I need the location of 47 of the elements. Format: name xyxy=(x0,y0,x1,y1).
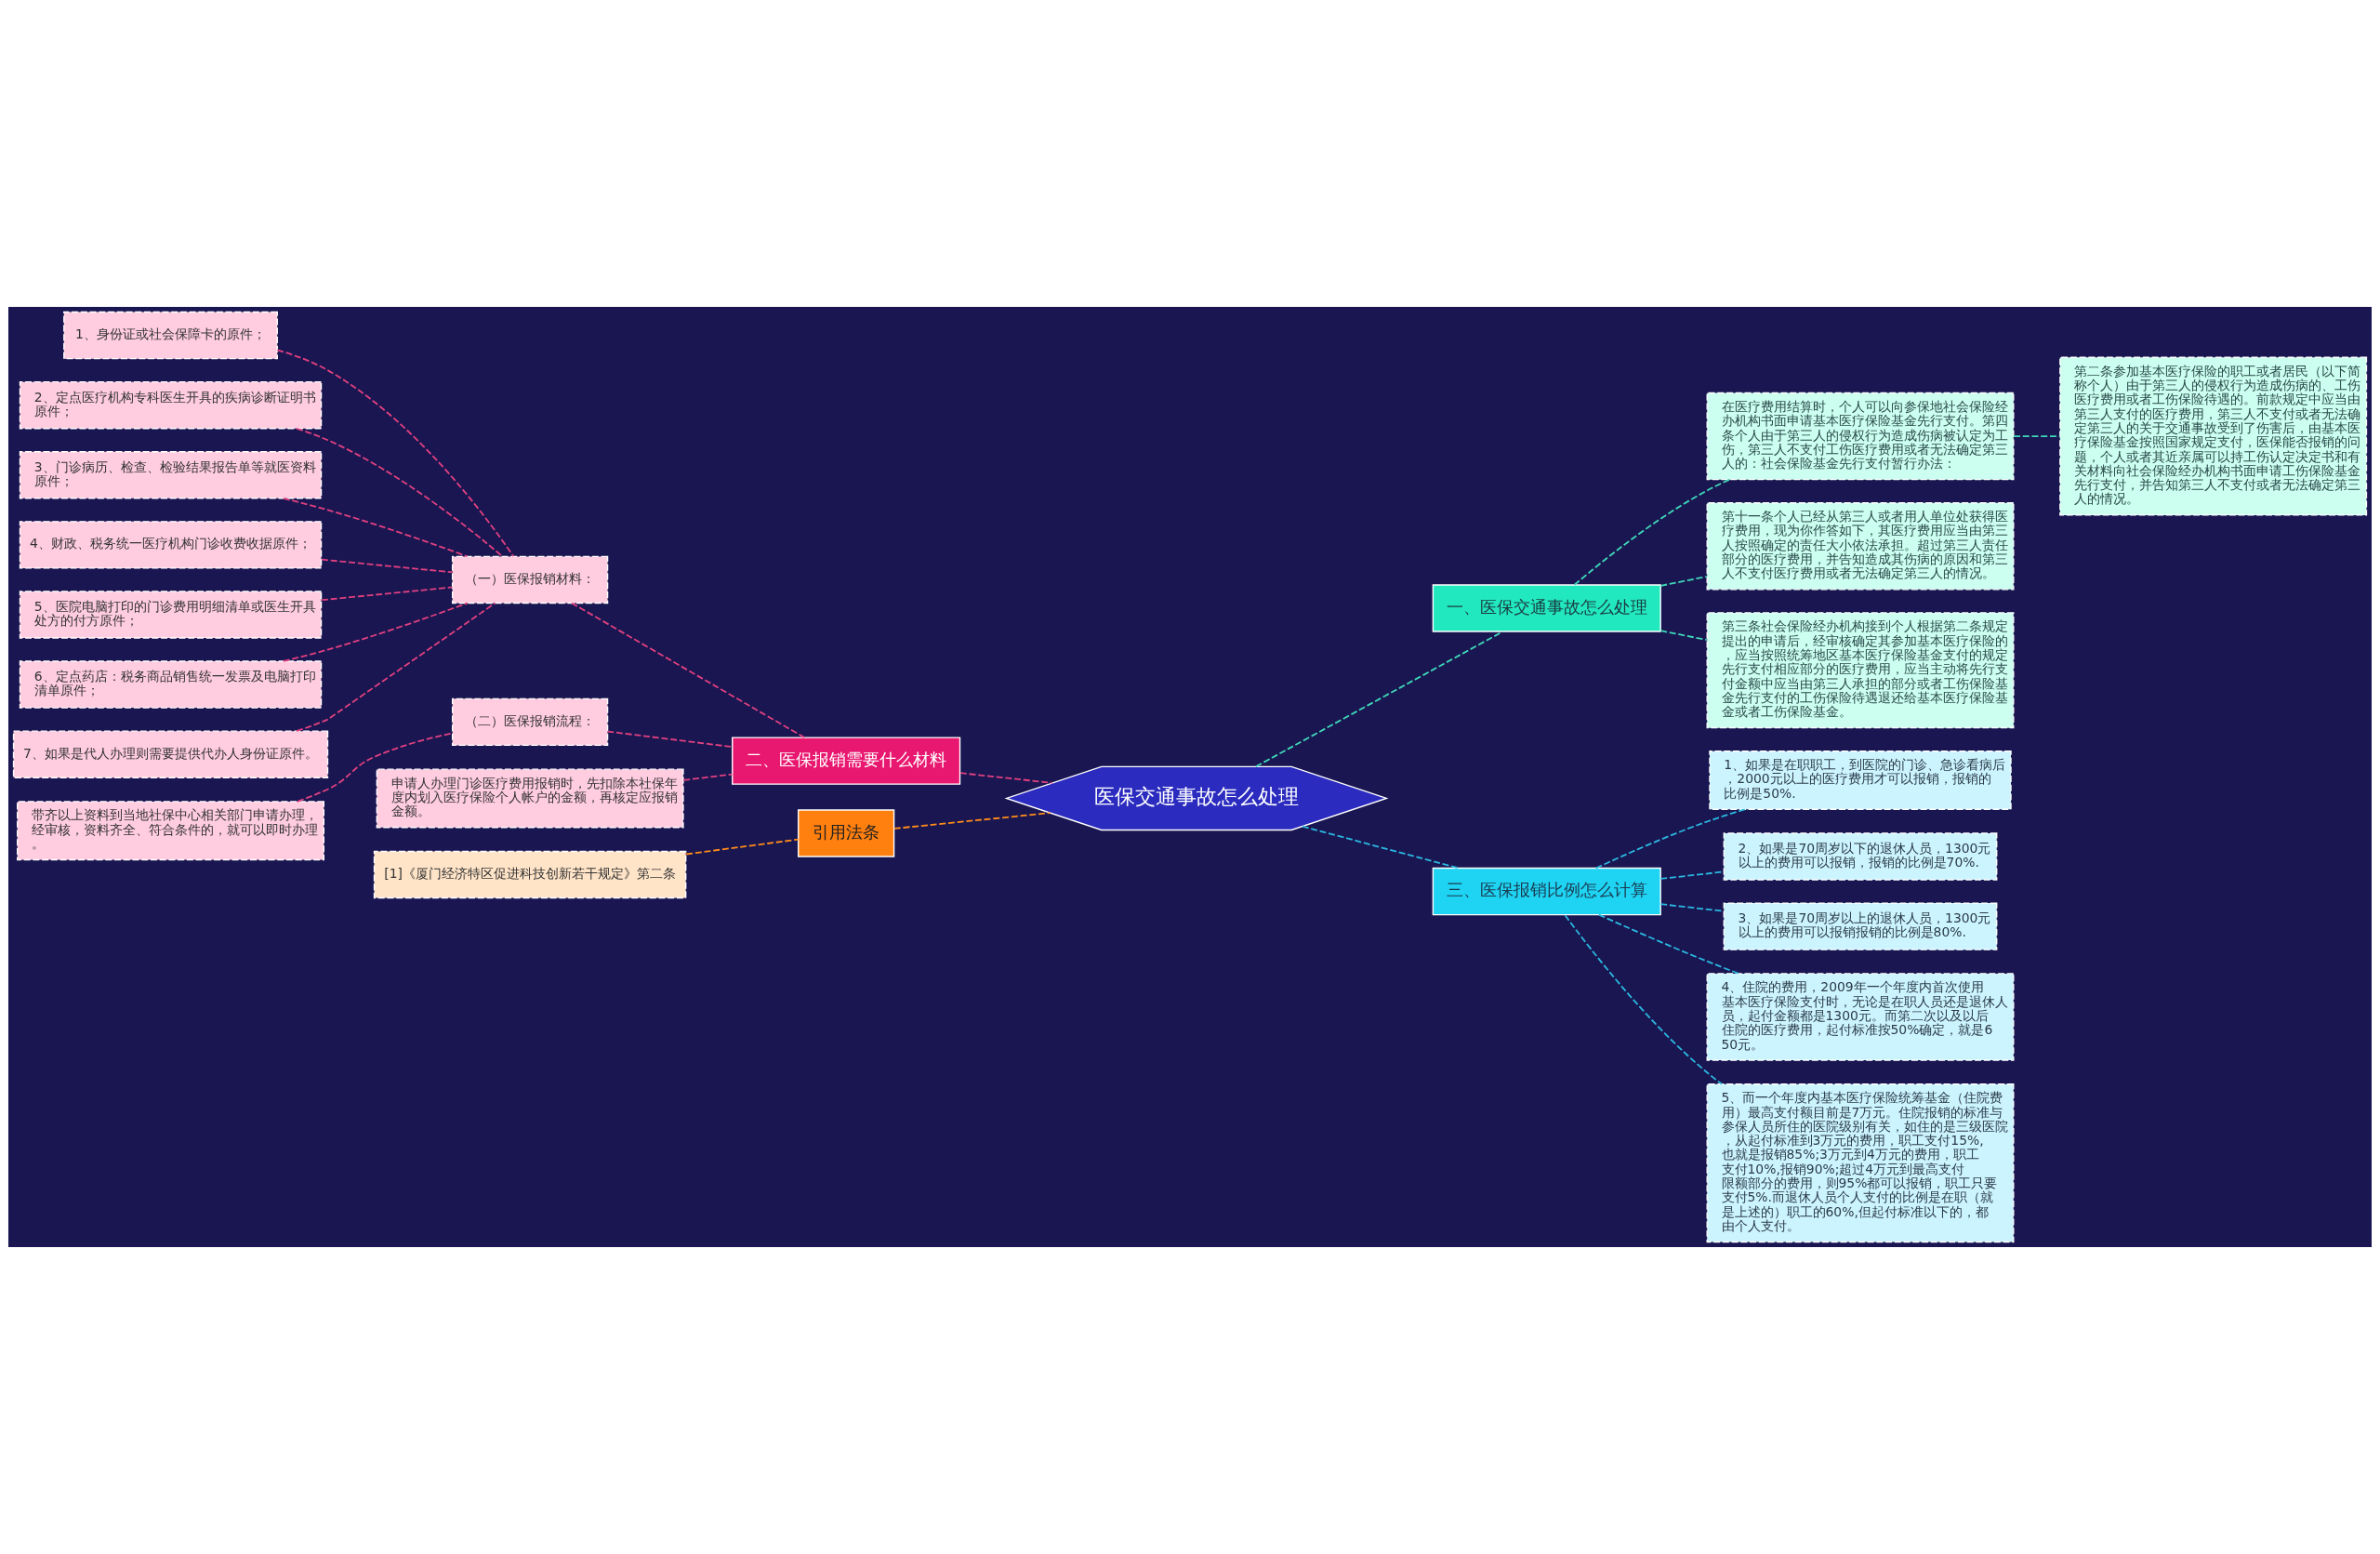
node-box: （一）医保报销材料： xyxy=(452,555,609,604)
connector xyxy=(685,838,800,856)
connector xyxy=(571,602,805,738)
node-box: 3、门诊病历、检查、检验结果报告单等就医资料原件； xyxy=(19,451,323,499)
connector xyxy=(1659,576,1708,587)
node-box: 引用法条 xyxy=(798,809,895,857)
connector xyxy=(606,730,734,748)
connector xyxy=(1659,630,1708,641)
node-box: 5、医院电脑打印的门诊费用明细清单或医生开具处方的付方原件； xyxy=(19,591,323,639)
node-box: 带齐以上资料到当地社保中心相关部门申请办理，经审核，资料齐全、符合条件的，就可以即时办理。 xyxy=(17,801,324,861)
connector xyxy=(2013,435,2061,437)
connector xyxy=(893,812,1051,830)
connector xyxy=(296,427,504,557)
connector xyxy=(1597,913,1739,975)
node-box: 第三条社会保险经办机构接到个人根据第二条规定提出的申请后，经审核确定其参加基本医疗保险的，应当按照统筹地区基本医疗保险基金支付的规定先行支付相应部分的医疗费用，应当主动将先行支付金额中应当由第三人承担的部分或者工伤保险基金先行支付的工伤保险待遇退还给基本医疗保险基金或者工伤保险基金。 xyxy=(1706,612,2015,729)
node-box: 5、而一个年度内基本医疗保险统筹基金（住院费用）最高支付额目前是7万元。住院报销的标准与参保人员所住的医院级别有关，如住的是三级医院，从起付标准到3万元的费用，职工支付15%,也就是报销85%;3万元到4万元的费用，职工支付10%,报销90%;超过4万元到最高支付限额部分的费用，则95%都可以报销，职工只要支付5%.而退休人员个人支付的比例是在职（就是上述的）职工的60%,但起付标准以下的，都由个人支付。 xyxy=(1706,1083,2015,1243)
node-box: （二）医保报销流程： xyxy=(452,697,609,747)
node-box: 6、定点药店：税务商品销售统一发票及电脑打印清单原件； xyxy=(19,660,323,709)
node-box: 第二条参加基本医疗保险的职工或者居民（以下简称个人）由于第三人的侵权行为造成伤病的、工伤医疗费用或者工伤保险待遇的。前款规定中应当由第三人支付的医疗费用，第三人不支付或者无法确定第三人的关于交通事故受到了伤害后，由基本医疗保险基金按照国家规定支付，医保能否报销的问题，个人或者其近亲属可以持工伤认定决定书和有关材料向社会保险经办机构书面申请工伤保险基金先行支付，并告知第三人不支付或者无法确定第三人的情况。 xyxy=(2059,356,2368,516)
connector xyxy=(297,732,454,803)
connector xyxy=(296,602,496,732)
node-box: 1、如果是在职职工，到医院的门诊、急诊看病后，2000元以上的医疗费用才可以报销，报销的比例是50%. xyxy=(1709,750,2012,810)
node-box: 2、如果是70周岁以下的退休人员，1300元以上的费用可以报销，报销的比例是70%. xyxy=(1723,832,1998,881)
connector xyxy=(1564,914,1723,1085)
node-box: 3、如果是70周岁以上的退休人员，1300元以上的费用可以报销报销的比例是80%. xyxy=(1723,902,1998,950)
connector xyxy=(1573,478,1731,586)
node-box: 二、医保报销需要什么材料 xyxy=(732,737,961,785)
connector xyxy=(682,773,734,781)
node-box: 4、财政、税务统一医疗机构门诊收费收据原件； xyxy=(19,521,323,569)
node-box: 申请人办理门诊医疗费用报销时，先扣除本社保年度内划入医疗保险个人帐户的金额，再核定应报销金额。 xyxy=(376,768,684,829)
node-box: 在医疗费用结算时，个人可以向参保地社会保险经办机构书面申请基本医疗保险基金先行支付。第四条个人由于第三人的侵权行为造成伤病被认定为工伤，第三人不支付工伤医疗费用或者无法确定第三人的：社会保险基金先行支付暂行办法： xyxy=(1706,392,2015,481)
connector xyxy=(959,772,1053,784)
node-box: 一、医保交通事故怎么处理 xyxy=(1432,584,1661,632)
node-box: 三、医保报销比例怎么计算 xyxy=(1432,867,1661,916)
connector xyxy=(282,498,469,558)
node-box: 2、定点医疗机构专科医生开具的疾病诊断证明书原件； xyxy=(19,380,323,430)
connector xyxy=(321,558,454,574)
node-box: 第十一条个人已经从第三人或者用人单位处获得医疗费用，现为你作答如下，其医疗费用应当由第三人按照确定的责任大小依法承担。超过第三人责任部分的医疗费用，并告知造成其伤病的原因和第三人不支付医疗费用或者无法确定第三人的情况。 xyxy=(1706,502,2015,591)
node-box: 4、住院的费用，2009年一个年度内首次使用基本医疗保险支付时，无论是在职人员还是退休人员，起付金额都是1300元。而第二次以及以后住院的医疗费用，起付标准按50%确定，就是650元。 xyxy=(1706,973,2015,1061)
connector xyxy=(1594,808,1746,870)
connector xyxy=(1302,825,1460,870)
node-box: 7、如果是代人办理则需要提供代办人身份证原件。 xyxy=(12,730,329,778)
node-box: 1、身份证或社会保障卡的原件； xyxy=(63,311,278,360)
connector xyxy=(321,586,454,602)
node-box: [1]《厦门经济特区促进科技创新若干规定》第二条 xyxy=(373,850,687,899)
connector xyxy=(276,349,515,558)
connector xyxy=(282,602,469,662)
